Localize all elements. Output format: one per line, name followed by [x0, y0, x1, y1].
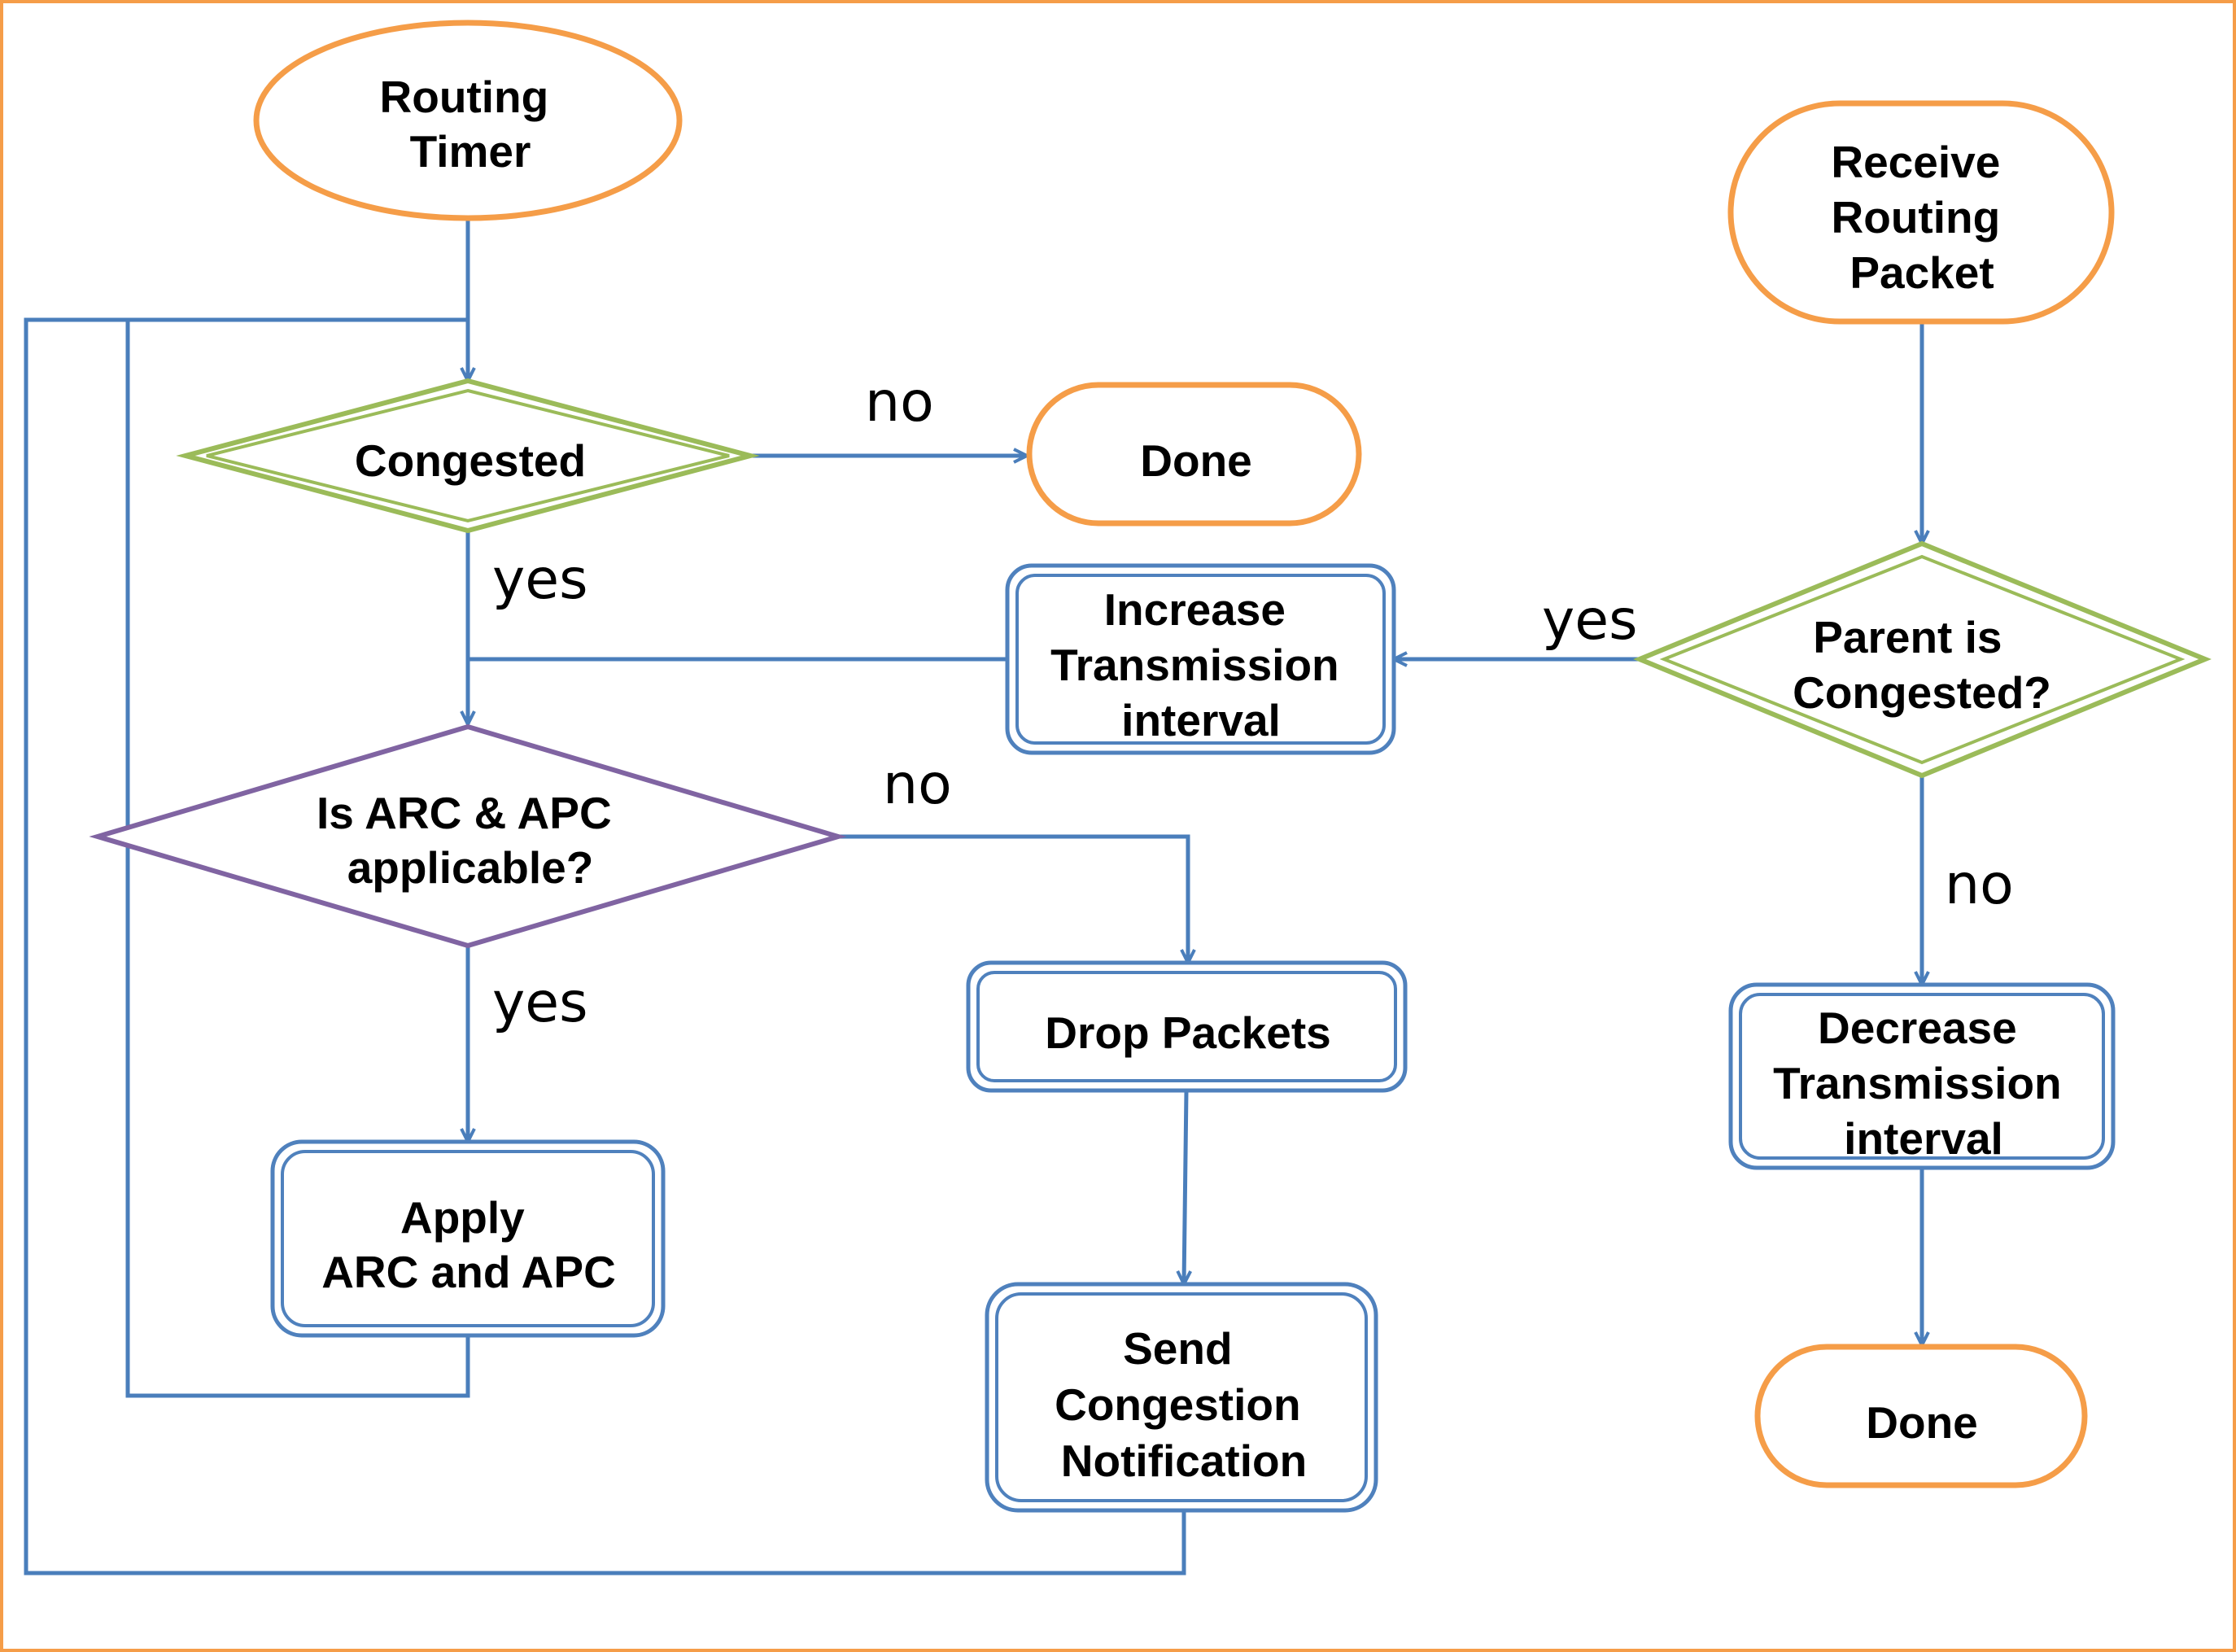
apply-arc-apc-process — [270, 1139, 666, 1338]
done-bottom-label: Done — [1866, 1397, 1978, 1448]
parent-congested-decision — [1633, 540, 2212, 779]
congested-decision — [176, 378, 760, 534]
drop-packets-label: Drop Packets — [1045, 1007, 1331, 1058]
done-top-terminal — [1026, 382, 1362, 527]
routing-timer-label: Routing Timer — [380, 72, 561, 177]
congested-label: Congested — [355, 435, 586, 486]
apply-arc-apc-label: Apply ARC and APC — [321, 1192, 616, 1297]
receive-packet-label: Receive Routing Packet — [1831, 137, 2012, 298]
drop-packets-process — [966, 960, 1408, 1093]
parent-congested-label: Parent is Congested? — [1793, 612, 2051, 718]
arc-apc-decision — [89, 723, 847, 949]
decrease-interval-process — [1728, 982, 2116, 1170]
edge-label-parent-yes: yes — [1542, 588, 1638, 653]
edge-arc-to-drop — [838, 834, 1188, 963]
edge-label-congested-yes: yes — [492, 548, 588, 612]
edge-apply-loop — [125, 317, 470, 1398]
done-top-label: Done — [1140, 435, 1252, 486]
edge-drop-to-send — [1184, 1090, 1186, 1284]
increase-interval-process — [1005, 563, 1396, 755]
routing-timer-terminal — [253, 20, 683, 221]
receive-packet-terminal — [1727, 100, 2115, 325]
edges — [24, 218, 1922, 1576]
edge-label-congested-no: no — [865, 370, 934, 435]
done-bottom-terminal — [1754, 1344, 2088, 1488]
decrease-interval-label: Decrease Transmission interval — [1773, 1003, 2074, 1164]
increase-interval-label: Increase Transmission interval — [1050, 584, 1352, 745]
send-notification-process — [985, 1282, 1378, 1513]
edge-label-arc-yes: yes — [492, 971, 588, 1035]
edge-send-loop — [24, 317, 1186, 1576]
edge-label-parent-no: no — [1945, 853, 2014, 917]
arc-apc-label: Is ARC & APC applicable? — [317, 788, 624, 893]
send-notification-label: Send Congestion Notification — [1055, 1323, 1313, 1486]
edge-label-arc-no: no — [883, 753, 952, 817]
